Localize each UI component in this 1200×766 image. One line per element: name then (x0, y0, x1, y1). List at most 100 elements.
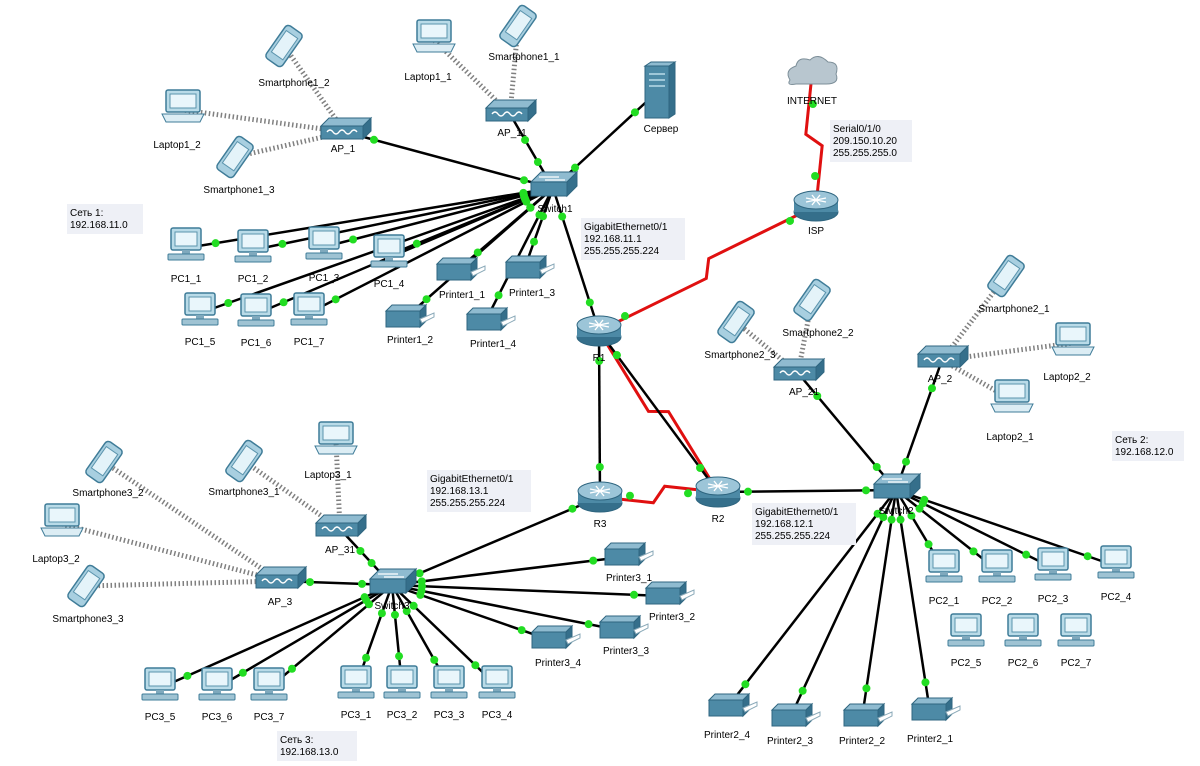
pc-pc1-5[interactable]: PC1_5 (181, 292, 219, 348)
access-point-ap-21[interactable]: AP_21 (773, 358, 825, 398)
router-r1[interactable]: R1 (576, 315, 622, 364)
port-status-light (367, 559, 376, 568)
router-isp[interactable]: ISP (793, 190, 839, 237)
router-r2[interactable]: R2 (695, 476, 741, 525)
port-status-light (879, 513, 888, 522)
note-net2: Сеть 2:192.168.12.0 (1112, 431, 1184, 461)
pc-pc1-7[interactable]: PC1_7 (290, 292, 328, 348)
pc-pc2-3[interactable]: PC2_3 (1034, 547, 1072, 605)
pc-pc2-6[interactable]: PC2_6 (1004, 613, 1042, 669)
port-status-light (630, 108, 639, 117)
server-icon (644, 61, 676, 119)
smartphone-smartphone3-1[interactable]: Smartphone3_1 (208, 438, 280, 498)
note-line: 192.168.13.0 (280, 747, 339, 758)
laptop-laptop3-2[interactable]: Laptop3_2 (32, 503, 84, 565)
switch-icon (873, 473, 921, 499)
note-line: 209.150.10.20 (833, 136, 897, 147)
access-point-ap-31[interactable]: AP_31 (315, 514, 367, 556)
pc-icon (290, 292, 328, 326)
device-label: Laptop1_1 (404, 72, 452, 83)
smartphone-smartphone1-2[interactable]: Smartphone1_2 (258, 23, 330, 89)
laptop-laptop2-1[interactable]: Laptop2_1 (986, 379, 1034, 443)
device-label: Switch3 (374, 601, 409, 612)
server-server[interactable]: Сервер (644, 61, 679, 135)
access-point-ap-3[interactable]: AP_3 (255, 566, 307, 608)
ethernet-link-r1-switch1 (551, 187, 601, 332)
smartphone-icon (497, 3, 539, 49)
pc-pc3-7[interactable]: PC3_7 (250, 667, 288, 723)
laptop-laptop1-1[interactable]: Laptop1_1 (404, 19, 456, 83)
pc-pc1-6[interactable]: PC1_6 (237, 293, 275, 349)
port-status-light (520, 176, 529, 185)
printer-printer1-3[interactable]: Printer1_3 (505, 255, 556, 299)
pc-pc1-1[interactable]: PC1_1 (167, 227, 205, 285)
smartphone-smartphone1-1[interactable]: Smartphone1_1 (488, 3, 560, 63)
wireless-link-ap_3-smartphone3_3 (85, 578, 281, 589)
switch-switch2[interactable]: Switch2 (873, 473, 921, 517)
access-point-ap-11[interactable]: AP_11 (485, 99, 537, 139)
pc-icon (478, 665, 516, 699)
printer-printer2-2[interactable]: Printer2_2 (839, 703, 893, 747)
pc-pc2-4[interactable]: PC2_4 (1097, 545, 1135, 603)
port-status-light (1083, 552, 1092, 561)
device-label: Laptop1_2 (153, 140, 201, 151)
pc-pc2-2[interactable]: PC2_2 (978, 549, 1016, 607)
printer-printer3-1[interactable]: Printer3_1 (604, 542, 654, 584)
device-label: PC3_5 (145, 712, 176, 723)
smartphone-smartphone1-3[interactable]: Smartphone1_3 (203, 134, 275, 196)
note-line: GigabitEthernet0/1 (755, 507, 839, 518)
pc-pc3-4[interactable]: PC3_4 (478, 665, 516, 721)
port-status-light (595, 356, 604, 365)
access-point-ap-2[interactable]: AP_2 (917, 345, 969, 385)
access-point-icon (315, 514, 367, 537)
printer-printer2-4[interactable]: Printer2_4 (704, 693, 758, 741)
printer-printer2-3[interactable]: Printer2_3 (767, 703, 821, 747)
smartphone-smartphone3-3[interactable]: Smartphone3_3 (52, 563, 124, 625)
smartphone-smartphone3-2[interactable]: Smartphone3_2 (72, 439, 144, 499)
laptop-laptop3-1[interactable]: Laptop3_1 (304, 421, 358, 481)
router-r3[interactable]: R3 (577, 481, 623, 530)
pc-pc3-5[interactable]: PC3_5 (141, 667, 179, 723)
printer-printer2-1[interactable]: Printer2_1 (907, 697, 961, 745)
laptop-laptop1-2[interactable]: Laptop1_2 (153, 89, 205, 151)
printer-printer3-4[interactable]: Printer3_4 (531, 625, 582, 669)
printer-icon (911, 697, 961, 721)
printer-printer1-1[interactable]: Printer1_1 (436, 257, 486, 301)
port-status-light (896, 515, 905, 524)
pc-pc3-3[interactable]: PC3_3 (430, 665, 468, 721)
note-line: GigabitEthernet0/1 (584, 222, 668, 233)
access-point-ap-1[interactable]: AP_1 (320, 117, 372, 155)
note-line: Сеть 1: (70, 208, 103, 219)
printer-printer1-4[interactable]: Printer1_4 (466, 307, 517, 350)
pc-pc3-6[interactable]: PC3_6 (198, 667, 236, 723)
pc-pc1-4[interactable]: PC1_4 (370, 234, 408, 290)
port-status-light (390, 610, 399, 619)
pc-pc1-3[interactable]: PC1_3 (305, 226, 343, 284)
pc-pc3-2[interactable]: PC3_2 (383, 665, 421, 721)
printer-printer3-2[interactable]: Printer3_2 (645, 581, 696, 623)
port-status-light (238, 668, 247, 677)
switch-switch3[interactable]: Switch3 (369, 568, 417, 612)
pc-icon (198, 667, 236, 701)
device-label: PC2_5 (951, 658, 982, 669)
device-label: Smartphone1_3 (203, 185, 275, 196)
smartphone-smartphone2-2[interactable]: Smartphone2_2 (782, 277, 854, 339)
printer-printer3-3[interactable]: Printer3_3 (599, 615, 650, 657)
port-status-light (921, 678, 930, 687)
laptop-laptop2-2[interactable]: Laptop2_2 (1043, 322, 1095, 383)
smartphone-smartphone2-1[interactable]: Smartphone2_1 (978, 253, 1050, 315)
pc-pc2-1[interactable]: PC2_1 (925, 549, 963, 607)
pc-pc2-5[interactable]: PC2_5 (947, 613, 985, 669)
port-status-light (585, 298, 594, 307)
smartphone-smartphone2-3[interactable]: Smartphone2_3 (704, 299, 776, 361)
pc-pc3-1[interactable]: PC3_1 (337, 665, 375, 721)
port-status-light (568, 504, 577, 513)
port-status-light (530, 237, 539, 246)
cloud-internet[interactable]: INTERNET (787, 55, 838, 107)
switch-switch1[interactable]: Switch1 (530, 171, 578, 215)
router-icon (695, 476, 741, 508)
device-label: PC1_1 (171, 274, 202, 285)
pc-pc1-2[interactable]: PC1_2 (234, 229, 272, 285)
pc-pc2-7[interactable]: PC2_7 (1057, 613, 1095, 669)
printer-printer1-2[interactable]: Printer1_2 (385, 304, 435, 346)
